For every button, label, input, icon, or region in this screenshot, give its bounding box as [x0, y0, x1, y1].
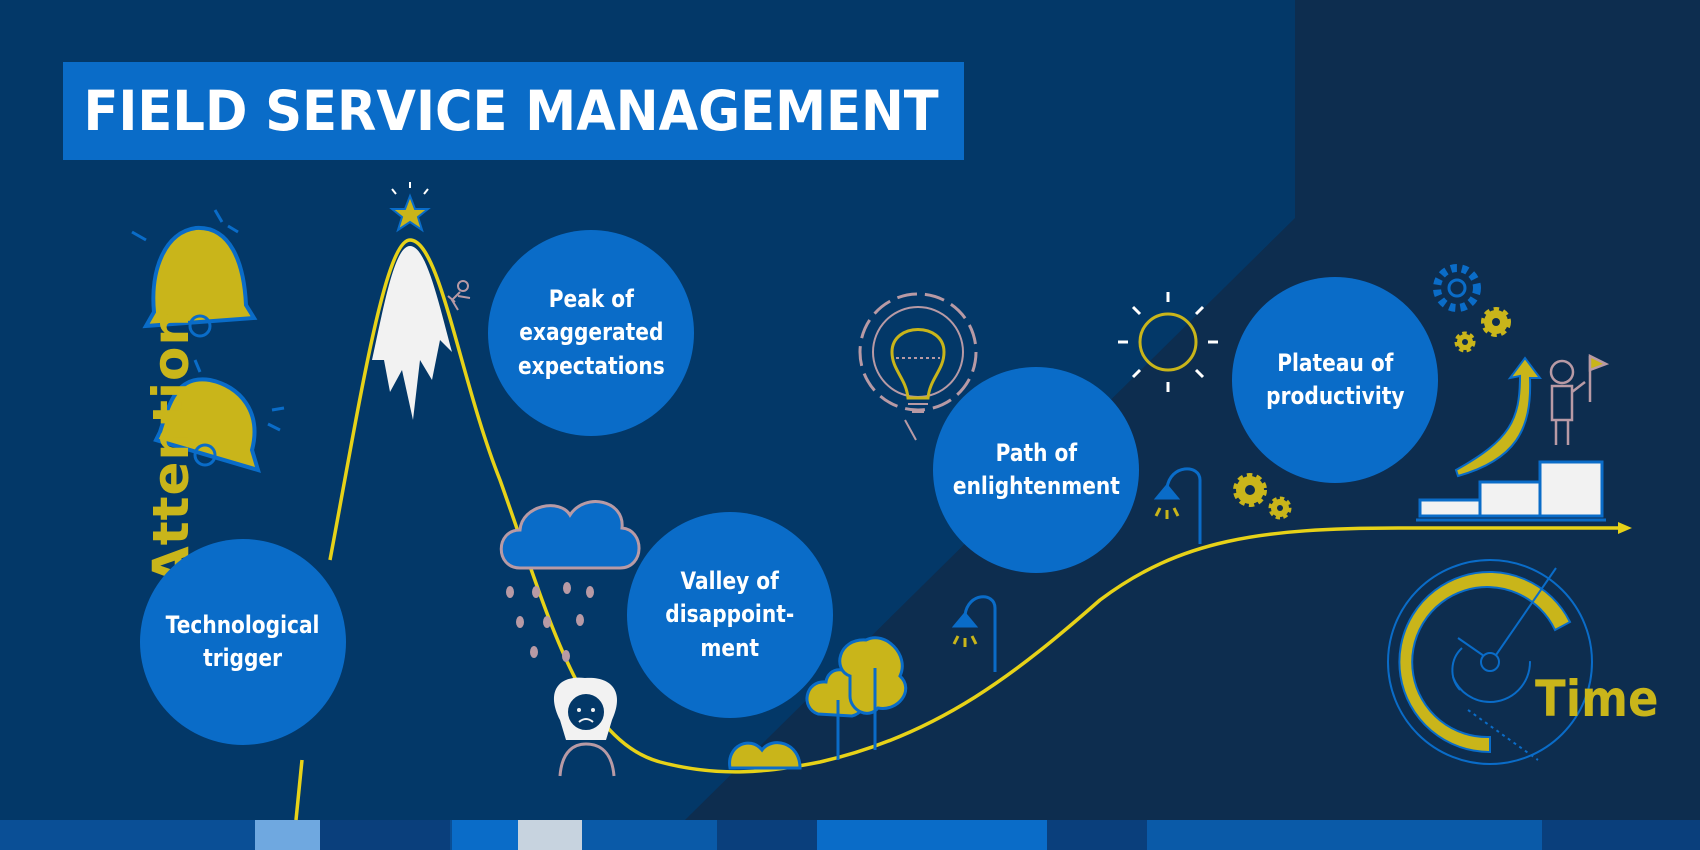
gear-icon	[1433, 264, 1511, 353]
stage-label: Peak of exaggerated expectations	[517, 285, 665, 380]
stage-label: Path of enlightenment	[952, 438, 1120, 500]
rain-cloud-icon	[499, 500, 641, 662]
title-banner: FIELD SERVICE MANAGEMENT	[63, 62, 964, 160]
bottom-strip	[0, 820, 1700, 850]
star-icon	[389, 182, 431, 233]
stopwatch-icon	[1387, 559, 1593, 765]
stage-valley-of-disappointment: Valley of disappoint- ment	[627, 512, 833, 718]
x-axis-label: Time	[1535, 670, 1659, 728]
person-flag-icon	[1549, 353, 1610, 445]
stage-label: Plateau of productivity	[1265, 348, 1405, 410]
climber-icon	[447, 280, 471, 311]
stage-technological-trigger: Technological trigger	[140, 539, 346, 745]
arrow-up-icon	[1454, 356, 1542, 478]
sad-person-icon	[554, 677, 618, 777]
hype-curve	[328, 238, 1622, 774]
street-lamp-icon	[951, 595, 997, 672]
stage-peak-of-expectations: Peak of exaggerated expectations	[488, 230, 694, 436]
bush-icon	[728, 741, 802, 770]
street-lamp-icon	[1153, 467, 1202, 544]
stairs-icon	[1416, 460, 1606, 522]
stage-label: Valley of disappoint- ment	[665, 567, 795, 662]
gear-icon	[1233, 473, 1292, 520]
bell-icon	[131, 209, 258, 338]
sun-icon	[1118, 292, 1218, 392]
lightbulb-gear-icon	[858, 292, 978, 441]
stage-label: Technological trigger	[166, 610, 320, 672]
time-arrow-head	[1618, 522, 1632, 534]
stage-plateau-of-productivity: Plateau of productivity	[1232, 277, 1438, 483]
bell-icon	[153, 359, 285, 473]
hype-curve-start	[294, 759, 304, 821]
stage-path-of-enlightenment: Path of enlightenment	[933, 367, 1139, 573]
mountain-icon	[372, 246, 452, 420]
page-title: FIELD SERVICE MANAGEMENT	[83, 79, 939, 143]
tree-icon	[805, 636, 908, 760]
y-axis-label: Attention	[142, 309, 200, 585]
